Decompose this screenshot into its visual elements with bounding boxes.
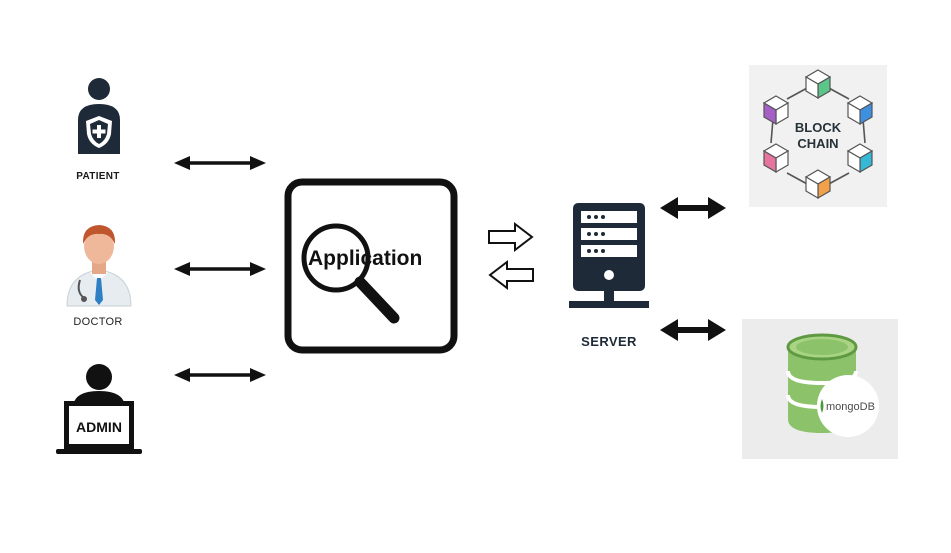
- application-box: Application: [284, 178, 458, 354]
- double-headed-arrow-icon: [660, 319, 726, 341]
- double-headed-arrow-icon: [174, 262, 266, 276]
- arrow-left-outline-icon: [488, 259, 534, 291]
- patient-label: PATIENT: [76, 171, 120, 182]
- server-label: SERVER: [581, 334, 637, 349]
- leaf-icon: [820, 399, 824, 413]
- magnifying-glass-icon: [301, 223, 400, 324]
- application-title: Application: [308, 247, 422, 270]
- mongodb-label: mongoDB: [826, 401, 875, 413]
- blockchain-line1: BLOCK: [795, 120, 842, 135]
- database-cylinder-icon: mongoDB: [742, 319, 898, 459]
- patient-shield-icon: [78, 78, 120, 154]
- double-headed-arrow-icon: [174, 156, 266, 170]
- admin-laptop-icon: ADMIN: [56, 364, 142, 454]
- doctor-avatar-icon: [66, 225, 132, 307]
- blockchain-line2: CHAIN: [797, 136, 838, 151]
- blockchain-hexagon-icon: BLOCK CHAIN: [749, 65, 887, 207]
- admin-label: ADMIN: [76, 419, 122, 435]
- double-headed-arrow-icon: [174, 368, 266, 382]
- server-rack-icon: [569, 203, 649, 308]
- doctor-label: DOCTOR: [73, 316, 123, 328]
- double-headed-arrow-icon: [660, 197, 726, 219]
- arrow-right-outline-icon: [488, 221, 534, 253]
